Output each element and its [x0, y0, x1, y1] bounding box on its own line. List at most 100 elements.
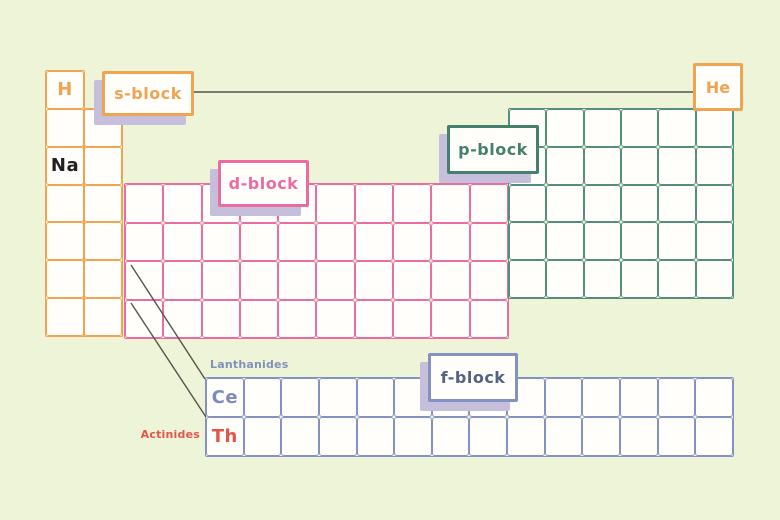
- element-cell: [583, 260, 621, 298]
- element-cell: [163, 299, 202, 338]
- element-cell: [394, 378, 432, 417]
- element-cell: [84, 260, 122, 299]
- element-cell: [544, 417, 583, 456]
- element-cell: Ce: [206, 378, 244, 417]
- helium-cell: He: [693, 63, 743, 111]
- element-cell: [509, 260, 547, 298]
- element-cell: [582, 378, 621, 417]
- element-cell: [163, 261, 202, 300]
- element-cell: [318, 378, 357, 417]
- element-cell: [695, 222, 733, 261]
- element-cell: [318, 417, 357, 456]
- element-cell: [393, 222, 432, 261]
- element-cell: [657, 417, 696, 456]
- element-cell: [695, 109, 733, 147]
- s-block-group1-column: H Na: [45, 70, 85, 337]
- element-cell: [316, 184, 355, 223]
- element-cell: [354, 261, 394, 300]
- element-cell: [163, 184, 202, 223]
- element-cell: [695, 184, 733, 223]
- element-cell: [546, 260, 584, 298]
- element-cell: [125, 261, 164, 300]
- element-cell: [125, 222, 164, 261]
- element-cell: [620, 146, 659, 185]
- element-cell: [509, 184, 547, 223]
- element-cell: [431, 222, 470, 261]
- element-cell: [125, 299, 164, 338]
- element-cell: [546, 184, 584, 223]
- element-cell: [46, 184, 84, 223]
- element-cell: [469, 222, 508, 261]
- element-cell: [201, 299, 240, 338]
- element-cell: [354, 222, 394, 261]
- element-cell: [393, 299, 432, 338]
- element-cell: [281, 417, 319, 456]
- d-block-grid: [124, 183, 509, 339]
- p-block-label: p-block: [447, 125, 539, 174]
- element-cell: [84, 184, 122, 223]
- element-cell: [657, 378, 696, 417]
- element-cell: [582, 417, 621, 456]
- element-cell: Na: [46, 146, 84, 185]
- element-cell: [469, 417, 508, 456]
- element-cell: [546, 146, 584, 185]
- element-cell: [583, 184, 621, 223]
- element-cell: [431, 184, 470, 223]
- lanthanides-label: Lanthanides: [210, 358, 289, 371]
- element-cell: [620, 260, 659, 298]
- element-cell: [620, 378, 658, 417]
- actinides-label: Actinides: [140, 428, 200, 441]
- element-cell: [281, 378, 319, 417]
- element-cell: [278, 261, 317, 300]
- element-cell: [239, 222, 279, 261]
- element-cell: [354, 299, 394, 338]
- element-cell: [658, 184, 696, 223]
- element-cell: [239, 261, 279, 300]
- element-cell: [84, 222, 122, 261]
- element-cell: [469, 184, 508, 223]
- element-cell: [507, 417, 545, 456]
- element-cell: [583, 146, 621, 185]
- element-cell: [239, 299, 279, 338]
- element-cell: [469, 299, 508, 338]
- element-cell: H: [46, 71, 84, 109]
- element-cell: [278, 222, 317, 261]
- element-cell: [316, 261, 355, 300]
- element-cell: [695, 146, 733, 185]
- element-cell: [278, 299, 317, 338]
- d-block-label: d-block: [218, 160, 309, 207]
- element-cell: [46, 260, 84, 299]
- element-cell: [695, 417, 733, 456]
- element-cell: [46, 298, 84, 336]
- element-cell: Th: [206, 417, 244, 456]
- element-cell: [620, 184, 659, 223]
- element-cell: [163, 222, 202, 261]
- element-cell: [469, 261, 508, 300]
- element-cell: [46, 108, 84, 147]
- s-block-group2-column: [83, 108, 123, 337]
- element-cell: [583, 109, 621, 147]
- element-cell: [84, 298, 122, 336]
- p-block-grid: [508, 108, 734, 299]
- element-cell: [393, 184, 432, 223]
- element-cell: [84, 146, 122, 185]
- element-cell: [46, 222, 84, 261]
- element-cell: [546, 222, 584, 261]
- element-cell: [658, 109, 696, 147]
- element-cell: [431, 417, 470, 456]
- element-cell: [356, 378, 395, 417]
- element-cell: [620, 222, 659, 261]
- element-cell: [620, 417, 658, 456]
- element-cell: [546, 109, 584, 147]
- element-cell: [658, 260, 696, 298]
- element-cell: [431, 299, 470, 338]
- element-cell: [620, 109, 659, 147]
- element-cell: [125, 184, 164, 223]
- element-cell: [316, 222, 355, 261]
- element-cell: [356, 417, 395, 456]
- element-cell: [583, 222, 621, 261]
- element-cell: [658, 222, 696, 261]
- element-cell: [695, 378, 733, 417]
